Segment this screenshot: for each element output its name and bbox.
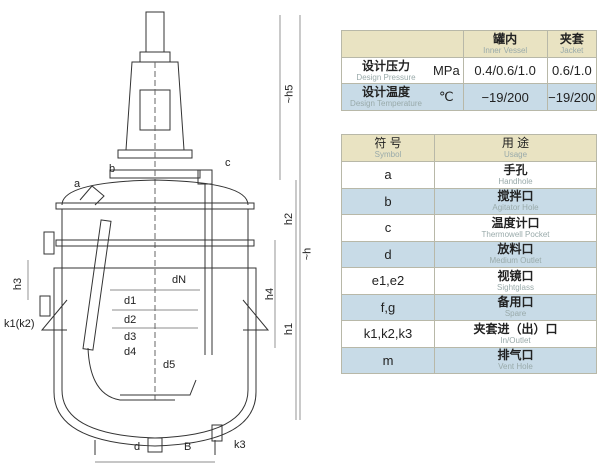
jacket-value: −19/200 — [546, 83, 598, 111]
row-label-en: Design Temperature — [350, 99, 422, 108]
label-dN: dN — [172, 274, 187, 286]
label-d1: d1 — [124, 295, 137, 307]
header-usage-cn: 用 途 — [501, 136, 530, 150]
symbol: a — [341, 161, 435, 189]
usage-cn: 备用口 — [497, 295, 534, 310]
label-k1k2: k1(k2) — [4, 318, 35, 330]
usage-cn: 放料口 — [497, 242, 534, 257]
usage-en: Medium Outlet — [489, 256, 542, 266]
label-h5: ~h5 — [283, 84, 296, 104]
header-jacket-en: Jacket — [560, 46, 584, 55]
header-inner-en: Inner Vessel — [483, 46, 528, 55]
top-head — [61, 179, 249, 206]
symbol: m — [341, 346, 435, 374]
label-h4: h4 — [264, 287, 277, 301]
header-symbol-cn: 符 号 — [374, 136, 402, 150]
label-h3: h3 — [12, 277, 25, 291]
symbol: c — [341, 214, 435, 242]
symbol: b — [341, 187, 435, 215]
usage-cn: 搅拌口 — [497, 189, 534, 204]
symbol: k1,k2,k3 — [341, 320, 435, 348]
usage-cn: 手孔 — [503, 162, 528, 177]
jacket-value: 0.6/1.0 — [546, 57, 598, 84]
symbol: f,g — [341, 293, 435, 321]
inner-value: −19/200 — [462, 83, 548, 111]
header-symbol-en: Symbol — [374, 150, 402, 159]
label-d5: d5 — [163, 359, 176, 371]
header-usage-en: Usage — [503, 150, 528, 159]
motor — [145, 11, 165, 53]
usage-en: Sightglass — [497, 282, 534, 292]
row-label-cn: 设计温度 — [361, 85, 410, 99]
usage-en: Handhole — [498, 176, 533, 186]
header-jacket-cn: 夹套 — [559, 32, 584, 46]
usage-cn: 视镜口 — [497, 268, 534, 283]
label-h: ~h — [301, 247, 314, 261]
handhole-a — [79, 185, 105, 206]
usage-en: Spare — [504, 309, 527, 319]
usage-en: Vent Hole — [498, 362, 533, 372]
label-h2: h2 — [283, 212, 296, 226]
usage-cn: 夹套进（出）口 — [473, 321, 558, 336]
usage-en: Agitator Hole — [492, 203, 539, 213]
header-inner-cn: 罐内 — [493, 32, 518, 46]
label-h1: h1 — [283, 322, 296, 336]
label-d4: d4 — [124, 346, 137, 358]
usage-en: Thermowell Pocket — [481, 229, 550, 239]
label-a: a — [74, 178, 81, 190]
inner-value: 0.4/0.6/1.0 — [462, 57, 548, 84]
label-B: B — [184, 441, 192, 453]
row-label-en: Design Pressure — [356, 72, 416, 82]
jacket — [53, 267, 257, 447]
unit: ℃ — [430, 83, 464, 111]
label-b: b — [109, 163, 116, 175]
row-label-cn: 设计压力 — [361, 58, 410, 73]
usage-en: In/Outlet — [500, 335, 531, 345]
label-k3: k3 — [234, 439, 246, 451]
unit: MPa — [430, 57, 464, 84]
label-d3: d3 — [124, 331, 137, 343]
usage-cn: 温度计口 — [491, 215, 540, 230]
usage-cn: 排气口 — [497, 348, 534, 363]
symbol: d — [341, 240, 435, 268]
label-c: c — [225, 157, 231, 169]
label-d: d — [134, 441, 141, 453]
symbol: e1,e2 — [341, 267, 435, 295]
label-d2: d2 — [124, 314, 137, 326]
